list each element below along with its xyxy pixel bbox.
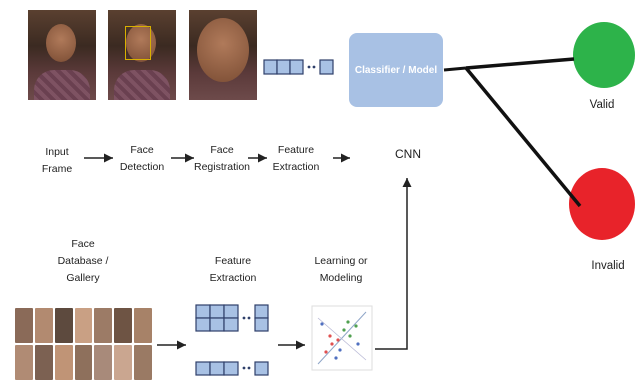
valid-circle <box>573 22 635 88</box>
cnn-label: CNN <box>395 147 421 161</box>
invalid-connector <box>464 66 582 208</box>
learning-scatter-plot <box>311 305 373 371</box>
feature-vector-grid <box>195 304 269 332</box>
invalid-label: Invalid <box>591 260 625 272</box>
detection-box <box>125 26 151 60</box>
model-output-line <box>443 66 467 72</box>
valid-connector <box>465 57 575 70</box>
face-registration-photo <box>189 10 257 100</box>
input-frame-photo <box>28 10 96 100</box>
arrow-learning-to-cnn <box>375 178 412 350</box>
face-gallery <box>15 308 152 380</box>
face-detection-photo <box>108 10 176 100</box>
feature-vector-top <box>263 59 334 75</box>
feature-vector-bottom <box>195 361 269 376</box>
classifier-model-label: Classifier / Model <box>354 64 438 76</box>
classifier-model-box: Classifier / Model <box>349 33 443 107</box>
valid-label: Valid <box>589 99 615 111</box>
